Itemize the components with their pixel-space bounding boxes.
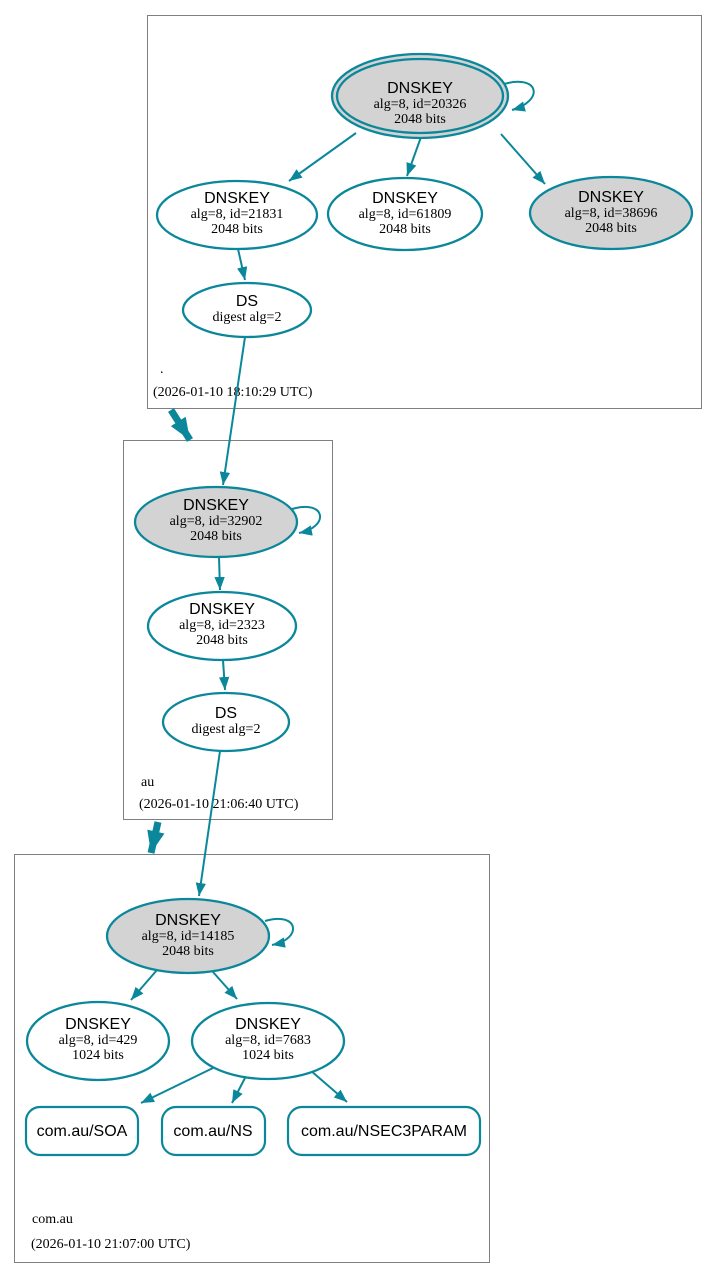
node-bits: 2048 bits <box>190 529 242 544</box>
edge-root-ksk-to-zsk-61809 <box>406 136 422 177</box>
rrset-com-au-nsec3param[interactable]: com.au/NSEC3PARAM <box>286 1105 482 1157</box>
zone-timestamp-au: (2026-01-10 21:06:40 UTC) <box>139 797 299 812</box>
node-title: DNSKEY <box>387 80 453 97</box>
node-title: DNSKEY <box>155 912 221 929</box>
node-bits: 2048 bits <box>162 944 214 959</box>
node-title: DNSKEY <box>578 189 644 206</box>
node-title: DNSKEY <box>183 497 249 514</box>
node-dnskey-38696[interactable]: DNSKEY alg=8, id=38696 2048 bits <box>528 175 694 251</box>
zone-label-root: . <box>160 362 164 377</box>
node-detail: alg=8, id=32902 <box>170 514 263 529</box>
node-detail: alg=8, id=2323 <box>179 618 265 633</box>
node-dnskey-32902[interactable]: DNSKEY alg=8, id=32902 2048 bits <box>133 485 299 559</box>
node-detail: alg=8, id=429 <box>59 1033 138 1048</box>
node-detail: alg=8, id=14185 <box>142 929 235 944</box>
node-title: DNSKEY <box>65 1016 131 1033</box>
node-dnskey-20326[interactable]: DNSKEY alg=8, id=20326 2048 bits <box>330 52 510 140</box>
rrset-com-au-ns[interactable]: com.au/NS <box>160 1105 267 1157</box>
zone-box-com-au <box>14 854 490 1263</box>
node-dnskey-2323[interactable]: DNSKEY alg=8, id=2323 2048 bits <box>146 590 298 662</box>
node-ds-root[interactable]: DS digest alg=2 <box>181 281 313 339</box>
edge-com-au-ksk-to-zsk-7683 <box>212 971 238 1000</box>
node-detail: alg=8, id=21831 <box>191 207 284 222</box>
rrset-label: com.au/SOA <box>37 1123 128 1140</box>
node-title: DNSKEY <box>204 190 270 207</box>
node-title: DS <box>215 705 237 722</box>
node-dnskey-61809[interactable]: DNSKEY alg=8, id=61809 2048 bits <box>326 176 484 252</box>
node-bits: 2048 bits <box>196 633 248 648</box>
node-title: DNSKEY <box>235 1016 301 1033</box>
node-bits: 2048 bits <box>585 221 637 236</box>
node-title: DS <box>236 293 258 310</box>
node-title: DNSKEY <box>189 601 255 618</box>
delegation-arrow-root-to-au <box>168 408 193 442</box>
self-loop-au-ksk <box>291 506 321 536</box>
edge-zsk-7683-to-ns <box>231 1077 246 1104</box>
node-bits: 2048 bits <box>211 222 263 237</box>
node-title: DNSKEY <box>372 190 438 207</box>
rrset-label: com.au/NSEC3PARAM <box>301 1123 467 1140</box>
node-detail: digest alg=2 <box>192 722 261 737</box>
node-detail: digest alg=2 <box>213 310 282 325</box>
node-bits: 2048 bits <box>394 112 446 127</box>
edge-com-au-ksk-to-zsk-429 <box>130 969 158 1001</box>
node-bits: 1024 bits <box>242 1048 294 1063</box>
rrset-label: com.au/NS <box>173 1123 252 1140</box>
edge-zsk-2323-to-ds <box>218 659 230 691</box>
edge-zsk-21831-to-ds <box>237 248 248 281</box>
edge-zsk-7683-to-soa <box>140 1067 214 1104</box>
edge-au-ksk-to-zsk-2323 <box>214 556 225 591</box>
edge-au-ds-to-com-au-ksk <box>195 750 221 897</box>
zone-timestamp-root: (2026-01-10 18:10:29 UTC) <box>153 385 313 400</box>
node-dnskey-21831[interactable]: DNSKEY alg=8, id=21831 2048 bits <box>155 179 319 251</box>
delegation-arrow-au-to-com-au <box>147 821 165 854</box>
node-dnskey-7683[interactable]: DNSKEY alg=8, id=7683 1024 bits <box>190 1001 346 1081</box>
node-detail: alg=8, id=38696 <box>565 206 658 221</box>
zone-label-com-au: com.au <box>32 1212 73 1227</box>
node-bits: 1024 bits <box>72 1048 124 1063</box>
edge-zsk-7683-to-nsec3param <box>309 1069 348 1103</box>
node-detail: alg=8, id=7683 <box>225 1033 311 1048</box>
rrset-com-au-soa[interactable]: com.au/SOA <box>24 1105 140 1157</box>
zone-box-au <box>123 440 333 820</box>
zone-timestamp-com-au: (2026-01-10 21:07:00 UTC) <box>31 1237 191 1252</box>
edge-root-ksk-to-zsk-21831 <box>288 132 357 182</box>
zone-label-au: au <box>141 775 154 790</box>
self-loop-com-au-ksk <box>264 918 294 948</box>
node-bits: 2048 bits <box>379 222 431 237</box>
node-ds-au[interactable]: DS digest alg=2 <box>161 691 291 753</box>
node-dnskey-429[interactable]: DNSKEY alg=8, id=429 1024 bits <box>25 1000 171 1082</box>
node-detail: alg=8, id=61809 <box>359 207 452 222</box>
node-detail: alg=8, id=20326 <box>374 97 467 112</box>
edge-root-ds-to-au-ksk <box>219 336 246 486</box>
node-dnskey-14185[interactable]: DNSKEY alg=8, id=14185 2048 bits <box>105 897 271 975</box>
edge-root-ksk-to-ksk-38696 <box>500 133 546 185</box>
self-loop-root-ksk <box>503 81 535 112</box>
zone-box-root <box>147 15 702 409</box>
